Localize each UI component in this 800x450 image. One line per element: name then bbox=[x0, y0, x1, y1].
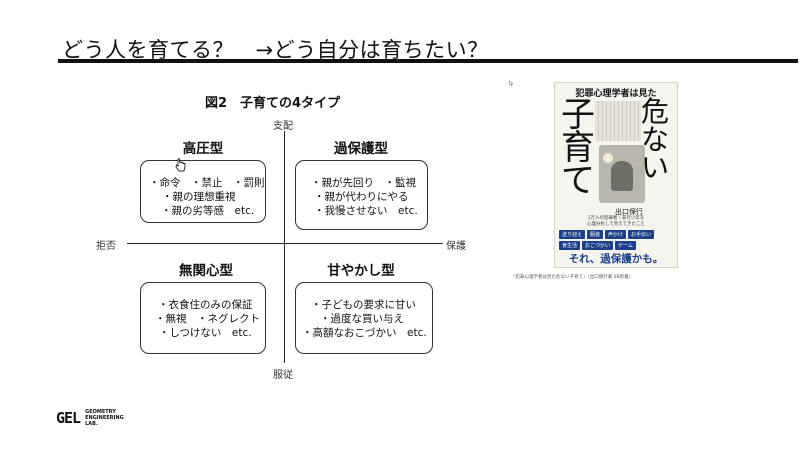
book-title-left: 子育て bbox=[561, 95, 595, 201]
quadrant-line: ・我慢させない etc. bbox=[314, 205, 418, 217]
quadrant-box-indulgent: ・子どもの要求に甘い ・過度な買い与え ・高額なおこづかい etc. bbox=[295, 282, 433, 354]
quadrant-heading-indifferent: 無関心型 bbox=[179, 263, 233, 279]
logo-word: GEOMETRY bbox=[85, 409, 116, 415]
quadrant-line: ・高額なおこづかい etc. bbox=[302, 327, 427, 339]
hand-cursor-icon bbox=[175, 158, 186, 172]
vertical-axis bbox=[284, 131, 285, 363]
book-catchphrase: それ、過保護かも。 bbox=[568, 253, 664, 265]
axis-label-top: 支配 bbox=[273, 121, 293, 132]
logo-words: GEOMETRY ENGINEERING LAB. bbox=[85, 409, 124, 427]
quadrant-line: ・親が先回り ・監視 bbox=[311, 177, 416, 189]
book-illustration-blind bbox=[595, 101, 641, 141]
axis-label-left: 拒否 bbox=[96, 241, 116, 252]
book-tag: 声かけ bbox=[605, 230, 627, 239]
book-tag: おこづかい bbox=[582, 241, 614, 250]
title-underline bbox=[58, 59, 798, 63]
lab-logo: GEL GEOMETRY ENGINEERING LAB. bbox=[56, 409, 124, 427]
quadrant-line: ・子どもの要求に甘い bbox=[311, 299, 416, 311]
quadrant-box-authoritarian: ・命令 ・禁止 ・罰則 ・親の理想重視 ・親の劣等感 etc. bbox=[140, 160, 266, 223]
book-tag: ゲーム bbox=[615, 241, 636, 250]
horizontal-axis bbox=[127, 243, 443, 244]
quadrant-heading-overprotective: 過保護型 bbox=[334, 141, 388, 157]
book-title-right: 危ない bbox=[641, 95, 670, 184]
axis-label-right: 保護 bbox=[446, 241, 466, 252]
book-tags: 送り迎え 服装 声かけ お手伝い 食生活 おこづかい ゲーム bbox=[559, 230, 677, 250]
book-tag: 服装 bbox=[587, 230, 604, 239]
quadrant-line: ・親の理想重視 bbox=[162, 191, 236, 203]
book-illustration-figure bbox=[611, 161, 633, 191]
figure-title: 図2 子育ての4タイプ bbox=[205, 96, 341, 111]
book-tag: 送り迎え bbox=[559, 230, 586, 239]
quadrant-line: ・過度な買い与え bbox=[320, 313, 404, 325]
quadrant-line: ・無視 ・ネグレクト bbox=[155, 313, 260, 325]
book-cover: 犯罪心理学者は見た 子育て 危ない 出口保行 1万人の犯罪者・非行少年を 心理分… bbox=[554, 82, 678, 268]
quadrant-line: ・命令 ・禁止 ・罰則 bbox=[149, 177, 265, 189]
logo-word: ENGINEERING bbox=[85, 415, 124, 421]
book-blurb: 1万人の犯罪者・非行少年を 心理分析して見えてきたこと bbox=[586, 216, 645, 227]
logo-mark: GEL bbox=[56, 409, 81, 427]
book-subtitle: 犯罪心理学者は見た bbox=[575, 89, 657, 99]
quadrant-line: ・しつけない etc. bbox=[159, 327, 252, 339]
book-tag: お手伝い bbox=[628, 230, 655, 239]
quadrant-heading-authoritarian: 高圧型 bbox=[182, 141, 224, 157]
book-caption: 『犯罪心理学者は見た危ない子育て』（出口保行著 SB新書） bbox=[511, 275, 634, 280]
quadrant-heading-indulgent: 甘やかし型 bbox=[327, 263, 395, 279]
book-illustration-lamp bbox=[603, 153, 613, 163]
quadrant-box-indifferent: ・衣食住のみの保証 ・無視 ・ネグレクト ・しつけない etc. bbox=[140, 282, 266, 354]
book-author: 出口保行 bbox=[615, 208, 643, 216]
quadrant-box-overprotective: ・親が先回り ・監視 ・親が代わりにやる ・我慢させない etc. bbox=[295, 160, 428, 230]
quadrant-line: ・親が代わりにやる bbox=[314, 191, 409, 203]
slide-title: どう人を育てる？ →どう自分は育ちたい？ bbox=[62, 38, 489, 62]
book-tag: 食生活 bbox=[559, 241, 581, 250]
pointer-cursor-icon bbox=[509, 80, 514, 86]
quadrant-line: ・親の劣等感 etc. bbox=[161, 205, 255, 217]
logo-word: LAB. bbox=[85, 421, 98, 427]
quadrant-line: ・衣食住のみの保証 bbox=[158, 299, 253, 311]
axis-label-bottom: 服従 bbox=[273, 370, 293, 381]
